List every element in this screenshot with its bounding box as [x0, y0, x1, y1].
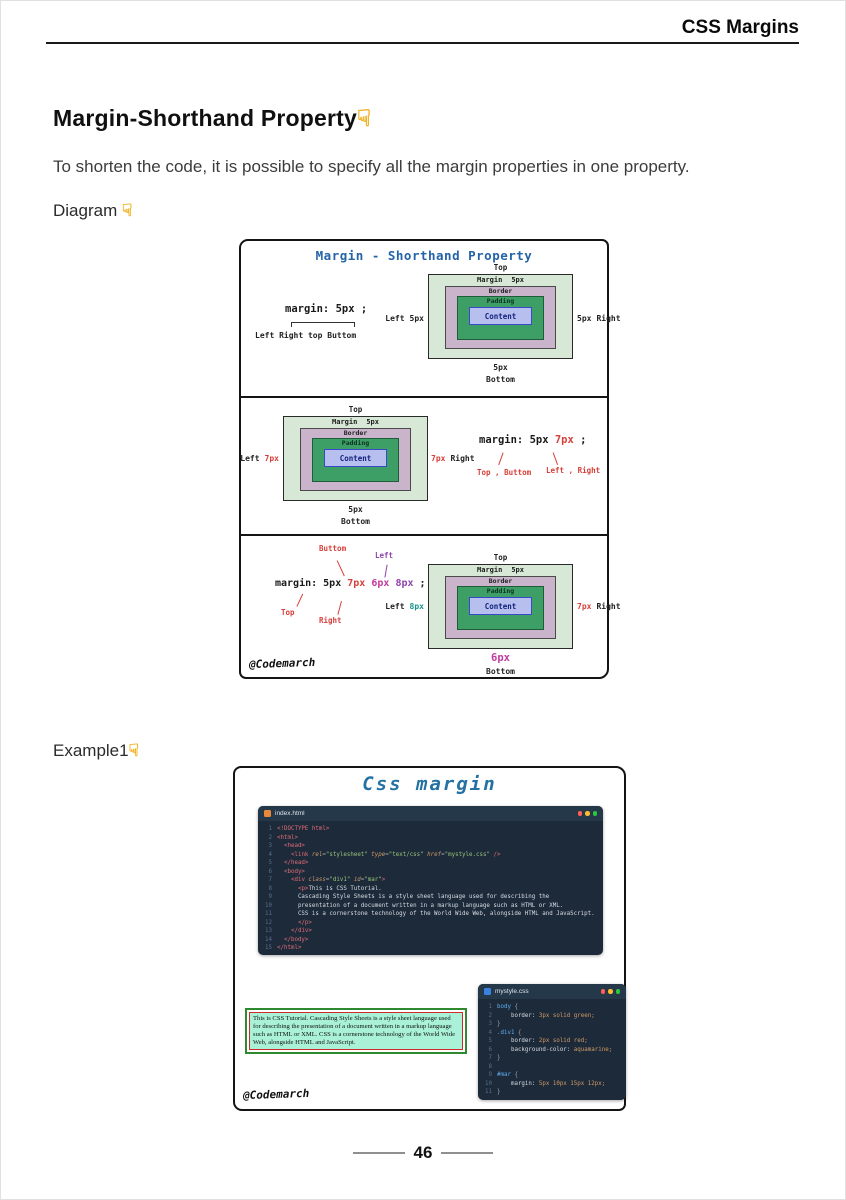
top-label: Top — [493, 553, 508, 562]
example-title: Css margin — [362, 773, 497, 795]
editor-title-bar: mystyle.css — [478, 984, 626, 999]
rendered-output-body-border: This is CSS Tutorial. Cascading Style Sh… — [245, 1008, 467, 1054]
bottom-value: 5px — [493, 363, 508, 372]
label-bottom: Buttom — [319, 544, 347, 553]
margin-code-four-values: margin: 5px 7px 6px 8px ; — [275, 578, 426, 589]
label-left: Left — [375, 551, 394, 560]
margin-code-two-values: margin: 5px 7px ; — [479, 434, 587, 446]
close-window-icon — [600, 989, 605, 994]
border-area: Border Padding Content — [445, 286, 556, 349]
css-file-icon — [484, 988, 491, 995]
pointing-down-emoji: ☟ — [357, 105, 372, 131]
close-window-icon — [577, 811, 582, 816]
editor-filename: index.html — [275, 810, 305, 817]
padding-area-label: Padding — [486, 587, 515, 595]
pointing-down-emoji: ☟ — [121, 201, 133, 220]
code-editor-index-html: index.html 1<!DOCTYPE html>2<html>3 <hea… — [258, 806, 603, 955]
rendered-output-text: This is CSS Tutorial. Cascading Style Sh… — [249, 1012, 463, 1050]
footer-rule-left — [352, 1152, 405, 1154]
padding-area-label: Padding — [486, 297, 515, 305]
maximize-window-icon — [615, 989, 620, 994]
padding-area: Padding Content — [457, 586, 544, 630]
diagram-section-all-sides: Margin - Shorthand Property margin: 5px … — [241, 241, 621, 398]
top-label: Top — [348, 405, 363, 414]
intro-paragraph: To shorten the code, it is possible to s… — [53, 157, 690, 176]
arrow-line — [497, 452, 504, 466]
bottom-label: Bottom — [341, 517, 370, 526]
pointing-down-emoji: ☟ — [128, 741, 139, 760]
arrow-line — [337, 600, 343, 615]
label-top: Top — [281, 608, 295, 617]
margin-code-one-value: margin: 5px ; — [285, 303, 368, 315]
footer-rule-right — [441, 1152, 494, 1154]
arrow-line — [296, 593, 304, 607]
bottom-value: 6px — [491, 652, 510, 664]
arrow-line — [552, 452, 559, 466]
annotation-top-bottom: Top , Buttom — [477, 468, 532, 477]
html-file-icon — [264, 810, 271, 817]
example-panel: Css margin index.html 1<!DOCTYPE html>2<… — [233, 766, 626, 1111]
label-right: Right — [319, 616, 342, 625]
diagram-panel: Margin - Shorthand Property margin: 5px … — [239, 239, 621, 681]
padding-area: Padding Content — [457, 296, 544, 340]
padding-area-label: Padding — [341, 439, 370, 447]
bottom-label: Bottom — [486, 375, 515, 384]
bracket-labels: Left Right top Buttom — [255, 331, 357, 340]
page-footer: 46 — [1, 1143, 845, 1163]
section-heading: Margin-Shorthand Property☟ — [53, 105, 372, 131]
window-controls — [577, 811, 597, 816]
author-signature: @Codemarch — [242, 1086, 310, 1103]
editor-title-bar: index.html — [258, 806, 603, 821]
diagram-section-four-values: Buttom Left margin: 5px 7px 6px 8px ; To… — [241, 536, 621, 681]
diagram-title: Margin - Shorthand Property — [315, 248, 533, 263]
arrow-line — [384, 564, 388, 578]
bottom-value: 5px — [348, 505, 363, 514]
editor-filename: mystyle.css — [495, 988, 529, 995]
example-label: Example1☟ — [53, 741, 139, 760]
bottom-label: Bottom — [486, 667, 515, 676]
content-area: Content — [469, 597, 532, 615]
content-area: Content — [469, 307, 532, 325]
content-area: Content — [324, 449, 387, 467]
window-controls — [600, 989, 620, 994]
border-area-label: Border — [488, 287, 513, 295]
top-label: Top — [493, 263, 508, 272]
page-header: CSS Margins — [46, 17, 799, 44]
annotation-left-right: Left , Right — [546, 466, 601, 475]
border-area: Border Padding Content — [300, 428, 411, 491]
border-area: Border Padding Content — [445, 576, 556, 639]
diagram-label: Diagram ☟ — [53, 201, 133, 220]
maximize-window-icon — [592, 811, 597, 816]
minimize-window-icon — [608, 989, 613, 994]
border-area-label: Border — [488, 577, 513, 585]
code-area: 1<!DOCTYPE html>2<html>3 <head>4 <link r… — [265, 826, 595, 951]
border-area-label: Border — [343, 429, 368, 437]
header-title: CSS Margins — [681, 17, 799, 38]
minimize-window-icon — [585, 811, 590, 816]
author-signature: @Codemarch — [248, 655, 316, 672]
bracket-shape — [291, 322, 355, 327]
arrow-line — [336, 560, 345, 577]
page-number: 46 — [413, 1143, 433, 1162]
padding-area: Padding Content — [312, 438, 399, 482]
